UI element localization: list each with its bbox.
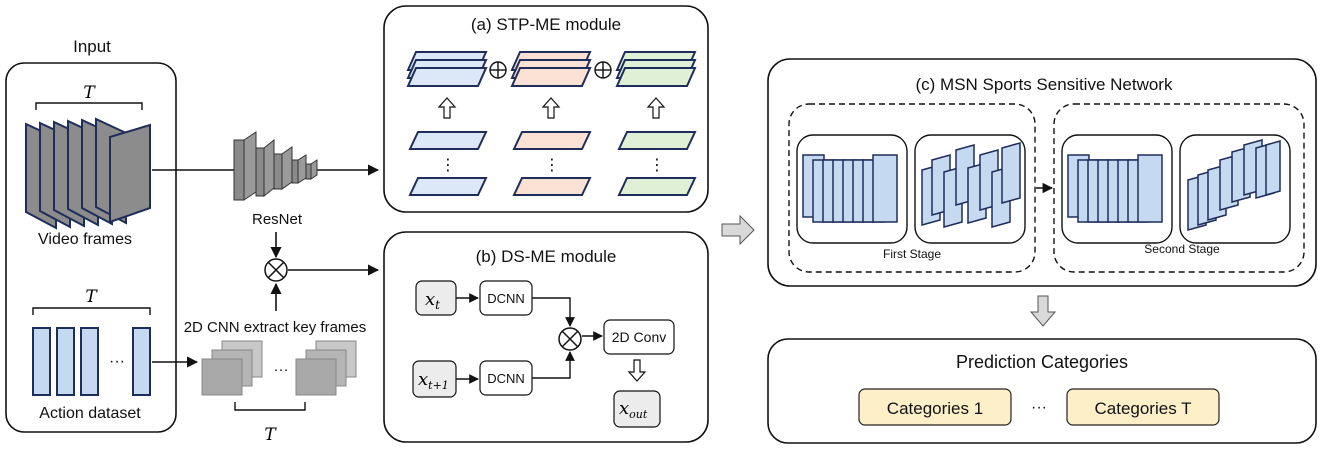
ds-me-title: (b) DS-ME module (476, 247, 617, 266)
stp-frames-bottom (408, 177, 697, 196)
category-1-label: Categories 1 (887, 399, 983, 418)
ds-me-panel (383, 231, 709, 443)
stage2-frames-shifted (1187, 139, 1281, 231)
stp-me-panel (383, 5, 709, 213)
video-frames (25, 117, 151, 230)
x-t1-sub: t+1 (428, 379, 449, 392)
plus-node-2 (594, 61, 612, 79)
down-arrow-icon (627, 359, 647, 382)
conv-label: 2D Conv (612, 329, 666, 345)
arrow-dcnn2-to-mult (532, 351, 575, 379)
time-brace-action: T (32, 287, 151, 315)
stage1-frames-aligned (802, 154, 898, 223)
arrow-dcnn1-to-mult (532, 297, 575, 327)
right-arrow-icon (721, 214, 755, 246)
stage1-block-1 (796, 134, 908, 244)
x-t1-base: x (418, 369, 428, 390)
dcnn-label-1: DCNN (487, 291, 525, 306)
dcnn-label-2: DCNN (487, 371, 525, 386)
video-frames-label: Video frames (38, 231, 132, 248)
dsme-multiply-node (558, 327, 582, 351)
stp-stack-blue (406, 51, 488, 87)
svg-text:xout: xout (619, 398, 648, 421)
stp-frames-top (408, 131, 697, 150)
stp-dots-2: ⋮ (544, 157, 560, 174)
x-out-base: x (619, 398, 629, 419)
time-label-keyframes: T (264, 425, 277, 445)
stp-me-title: (a) STP-ME module (471, 15, 621, 34)
second-stage-label: Second Stage (1144, 242, 1220, 256)
time-brace-video: T (35, 83, 143, 110)
resnet-label: ResNet (252, 211, 303, 228)
time-label-action: T (85, 287, 98, 307)
x-t-base: x (425, 289, 435, 310)
svg-text:xt+1: xt+1 (418, 369, 449, 392)
time-brace-keyframes: T (234, 402, 306, 445)
stp-stack-green (615, 51, 697, 87)
action-dataset-frames (32, 327, 151, 396)
stp-stack-orange (510, 51, 592, 87)
first-stage-panel (788, 103, 1036, 273)
action-dataset-label: Action dataset (39, 405, 141, 422)
prediction-title: Prediction Categories (956, 352, 1128, 372)
resnet-icon (233, 131, 318, 201)
cnn-label: 2D CNN extract key frames (184, 319, 367, 336)
down-arrow-prediction-icon (1029, 295, 1057, 327)
x-t-sub: t (435, 298, 440, 312)
stage2-block-1 (1061, 134, 1173, 244)
key-frames-dots: ··· (274, 361, 289, 378)
category-dots: ··· (1031, 399, 1047, 416)
stage2-block-2 (1179, 134, 1291, 244)
stage2-frames-aligned (1067, 154, 1163, 223)
msn-title: (c) MSN Sports Sensitive Network (916, 75, 1173, 94)
key-frames-group-2 (295, 340, 357, 396)
key-frames-group-1 (201, 340, 263, 396)
msn-panel (767, 58, 1317, 287)
plus-node-1 (489, 61, 507, 79)
stp-dots-1: ⋮ (440, 157, 456, 174)
input-title: Input (73, 37, 111, 56)
x-out-sub: out (629, 408, 648, 421)
action-dots: ··· (109, 353, 125, 370)
multiply-node (264, 258, 288, 282)
x-out-box (613, 390, 661, 428)
first-stage-label: First Stage (883, 247, 941, 261)
stage1-block-2 (914, 134, 1026, 244)
stp-dots-3: ⋮ (649, 157, 665, 174)
time-label-video: T (83, 83, 96, 103)
up-arrow-icon (437, 97, 666, 119)
second-stage-panel (1053, 103, 1305, 273)
svg-text:xt: xt (425, 289, 440, 312)
prediction-panel (767, 338, 1317, 444)
conv-box (603, 319, 675, 355)
category-t-label: Categories T (1094, 399, 1191, 418)
category-t-box (1066, 388, 1220, 426)
stage1-frames-shifted (921, 142, 1021, 228)
input-panel (5, 62, 177, 433)
category-1-box (858, 388, 1012, 426)
